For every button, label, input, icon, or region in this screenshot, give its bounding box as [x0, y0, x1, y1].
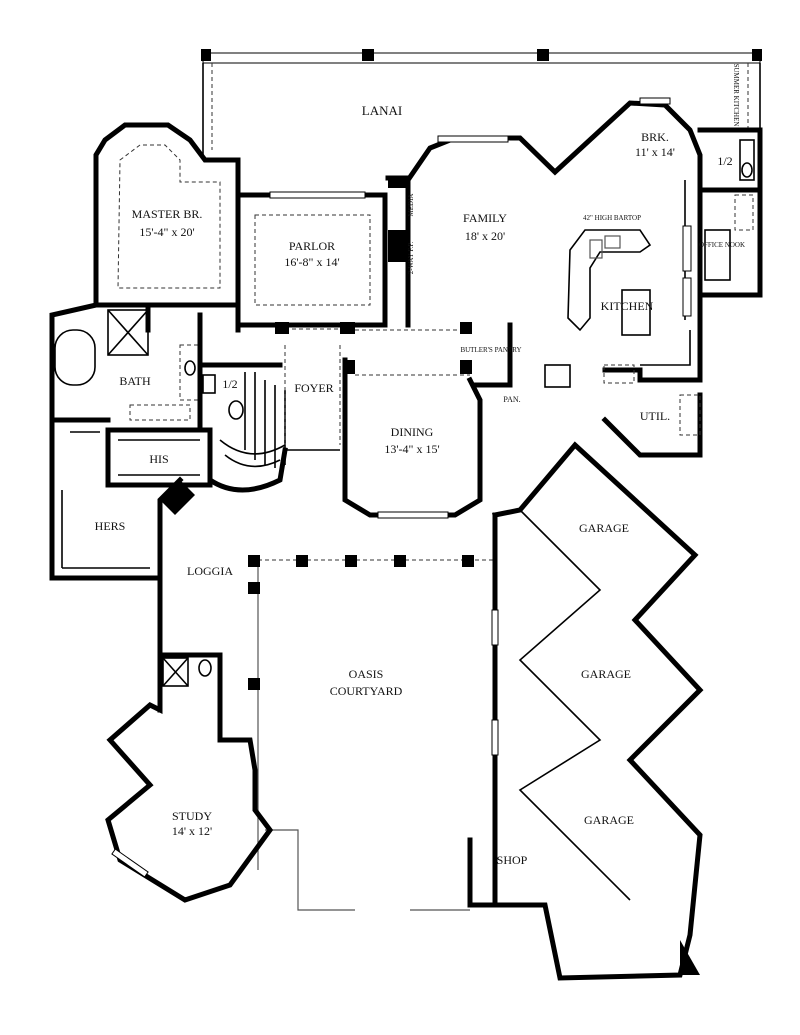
- lanai-label: LANAI: [362, 103, 402, 118]
- garage-block: [467, 392, 704, 981]
- family-kitchen-area: [404, 97, 703, 388]
- his-closet: [105, 427, 213, 488]
- column-post: [362, 49, 374, 61]
- master-bath: [49, 302, 203, 433]
- study-room: [105, 652, 274, 903]
- loggia-label: LOGGIA: [187, 564, 233, 578]
- powder-room: [197, 362, 283, 420]
- study-dimensions: 14' x 12': [172, 824, 212, 838]
- office-nook-label: OFFICE NOOK: [699, 241, 745, 249]
- toilet-icon: [741, 162, 753, 178]
- dining-label: DINING: [391, 425, 434, 439]
- butlers-pantry-label: BUTLER'S PANTRY: [460, 346, 521, 354]
- family-dimensions: 18' x 20': [465, 229, 505, 243]
- kitchen-counter: [621, 289, 651, 336]
- courtyard-label-line-2: COURTYARD: [330, 684, 403, 698]
- fireplace-label: 2-WAY F.P.: [407, 241, 415, 274]
- parlor-room: [235, 191, 388, 333]
- lanai-area: [201, 49, 762, 155]
- hers-label: HERS: [95, 519, 126, 533]
- column-post: [537, 49, 549, 61]
- master-br-dimensions: 15'-4" x 20': [139, 225, 194, 239]
- half-bath-2-label: 1/2: [222, 377, 237, 391]
- garage-1-label: GARAGE: [579, 521, 629, 535]
- bartop-label: 42" HIGH BARTOP: [583, 214, 641, 222]
- dining-room: [342, 322, 483, 519]
- shop-label: SHOP: [497, 853, 528, 867]
- column-post: [752, 49, 762, 61]
- bathtub-icon: [54, 329, 96, 386]
- brk-dimensions: 11' x 14': [635, 145, 675, 159]
- courtyard-label-line-1: OASIS: [349, 667, 384, 681]
- parlor-label: PARLOR: [289, 239, 335, 253]
- media-fireplace: [385, 175, 411, 328]
- his-label: HIS: [149, 452, 168, 466]
- foyer-label: FOYER: [294, 381, 333, 395]
- parlor-dimensions: 16'-8" x 14': [284, 255, 339, 269]
- garage-3-label: GARAGE: [584, 813, 634, 827]
- study-label: STUDY: [172, 809, 212, 823]
- half-bath-label: 1/2: [717, 154, 732, 168]
- family-label: FAMILY: [463, 211, 507, 225]
- staircase: [207, 372, 288, 493]
- bath-label: BATH: [119, 374, 151, 388]
- kitchen-label: KITCHEN: [601, 299, 654, 313]
- util-label: UTIL.: [640, 409, 670, 423]
- dining-dimensions: 13'-4" x 15': [384, 442, 439, 456]
- kitchen-island: [567, 229, 652, 332]
- master-br-label: MASTER BR.: [132, 207, 203, 221]
- garage-2-label: GARAGE: [581, 667, 631, 681]
- summer-kitchen-label: SUMMER KITCHEN: [732, 64, 740, 127]
- media-label: MEDIA: [407, 194, 415, 217]
- half-bath-office: [697, 127, 763, 298]
- brk-label: BRK.: [641, 130, 669, 144]
- toilet-icon: [228, 400, 244, 420]
- pan-label: PAN.: [503, 395, 520, 404]
- column-post: [201, 49, 211, 61]
- hers-closet: [49, 417, 195, 581]
